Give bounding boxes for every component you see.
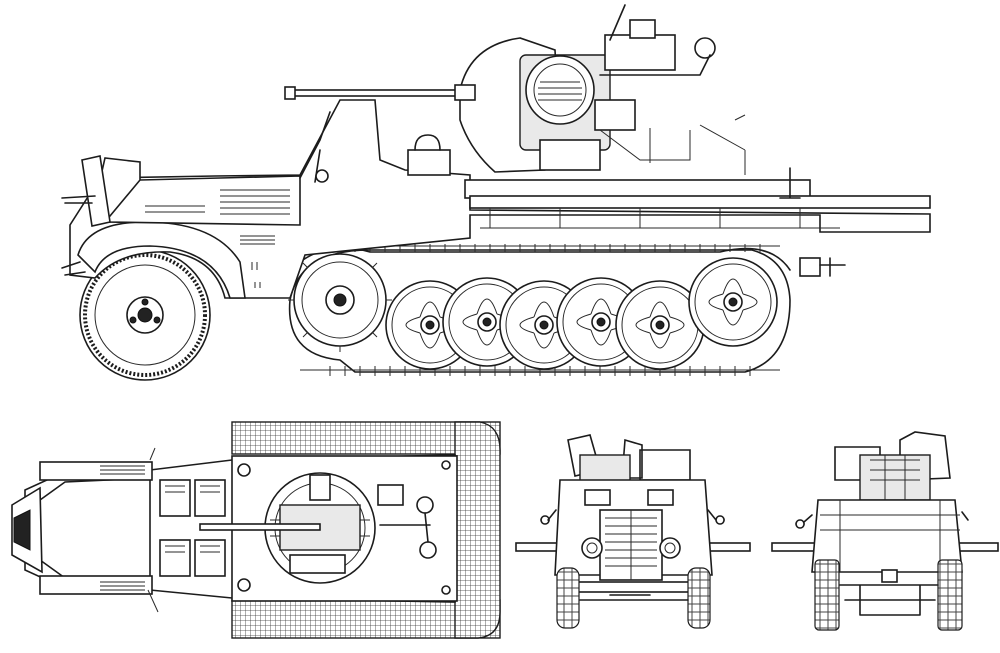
front-wheel: [79, 249, 211, 381]
rear-gun-detail: [870, 455, 920, 500]
rear-track-right: [937, 559, 963, 631]
front-fender-left: [39, 461, 153, 481]
rear-mechanism: [859, 454, 931, 501]
rear-grating: [454, 421, 501, 639]
radiator-lines: [605, 510, 657, 580]
rear-hitch: [799, 257, 846, 277]
headlight-right: [659, 537, 681, 559]
barrel-plan: [199, 523, 321, 531]
rear-deck-lines: [820, 500, 960, 572]
mirror-right: [707, 509, 725, 525]
crew-seats: [159, 479, 226, 577]
top-plan: [11, 421, 501, 639]
front-fender: [77, 221, 246, 299]
rear-track-left: [814, 559, 840, 631]
front-wheel-right: [687, 567, 711, 629]
front-axle: [579, 594, 689, 601]
front-elevation: [515, 434, 751, 629]
rear-frame: [839, 584, 939, 616]
front-wheel-left: [556, 567, 580, 629]
outrigger-foot: [441, 585, 451, 595]
front-fender-right: [39, 575, 153, 595]
outrigger-foot: [441, 460, 451, 470]
ammo-rack: [407, 134, 451, 176]
window-right: [647, 489, 674, 506]
window-left: [584, 489, 611, 506]
rear-elevation: [771, 431, 999, 631]
gun-barrel: [289, 89, 466, 97]
mirror-rear-right: [961, 511, 969, 521]
handwheels-plan: [377, 484, 437, 559]
headlight-left: [581, 537, 603, 559]
platform-rail: [469, 195, 931, 209]
side-elevation: [61, 4, 931, 381]
radiator-front: [81, 155, 111, 227]
side-vents: [240, 235, 275, 288]
mirror-left: [540, 509, 557, 525]
front-bumper: [569, 581, 701, 593]
drive-sprocket: [288, 248, 392, 352]
barrel-muzzle: [284, 86, 296, 100]
hood-plan: [39, 477, 151, 583]
mirror-rear-left: [795, 514, 813, 529]
gun-mechanism: [519, 4, 801, 199]
nose-grille: [13, 509, 31, 551]
outrigger-foot: [237, 578, 251, 592]
bumper: [61, 195, 96, 204]
outrigger-foot: [237, 463, 251, 477]
barrel-mount: [454, 84, 476, 101]
hood-louvers: [145, 189, 290, 215]
headlight: [315, 169, 329, 183]
platform-brackets: [480, 208, 840, 229]
fender-stripes: [100, 465, 145, 591]
tow-hitch-rear: [881, 569, 898, 583]
road-wheels: [385, 257, 778, 370]
idler-wheel: [688, 257, 778, 347]
engine-hood: [99, 157, 301, 226]
side-antenna: [147, 447, 159, 613]
front-tow-bar: [61, 261, 86, 276]
front-mechanism: [579, 454, 631, 484]
